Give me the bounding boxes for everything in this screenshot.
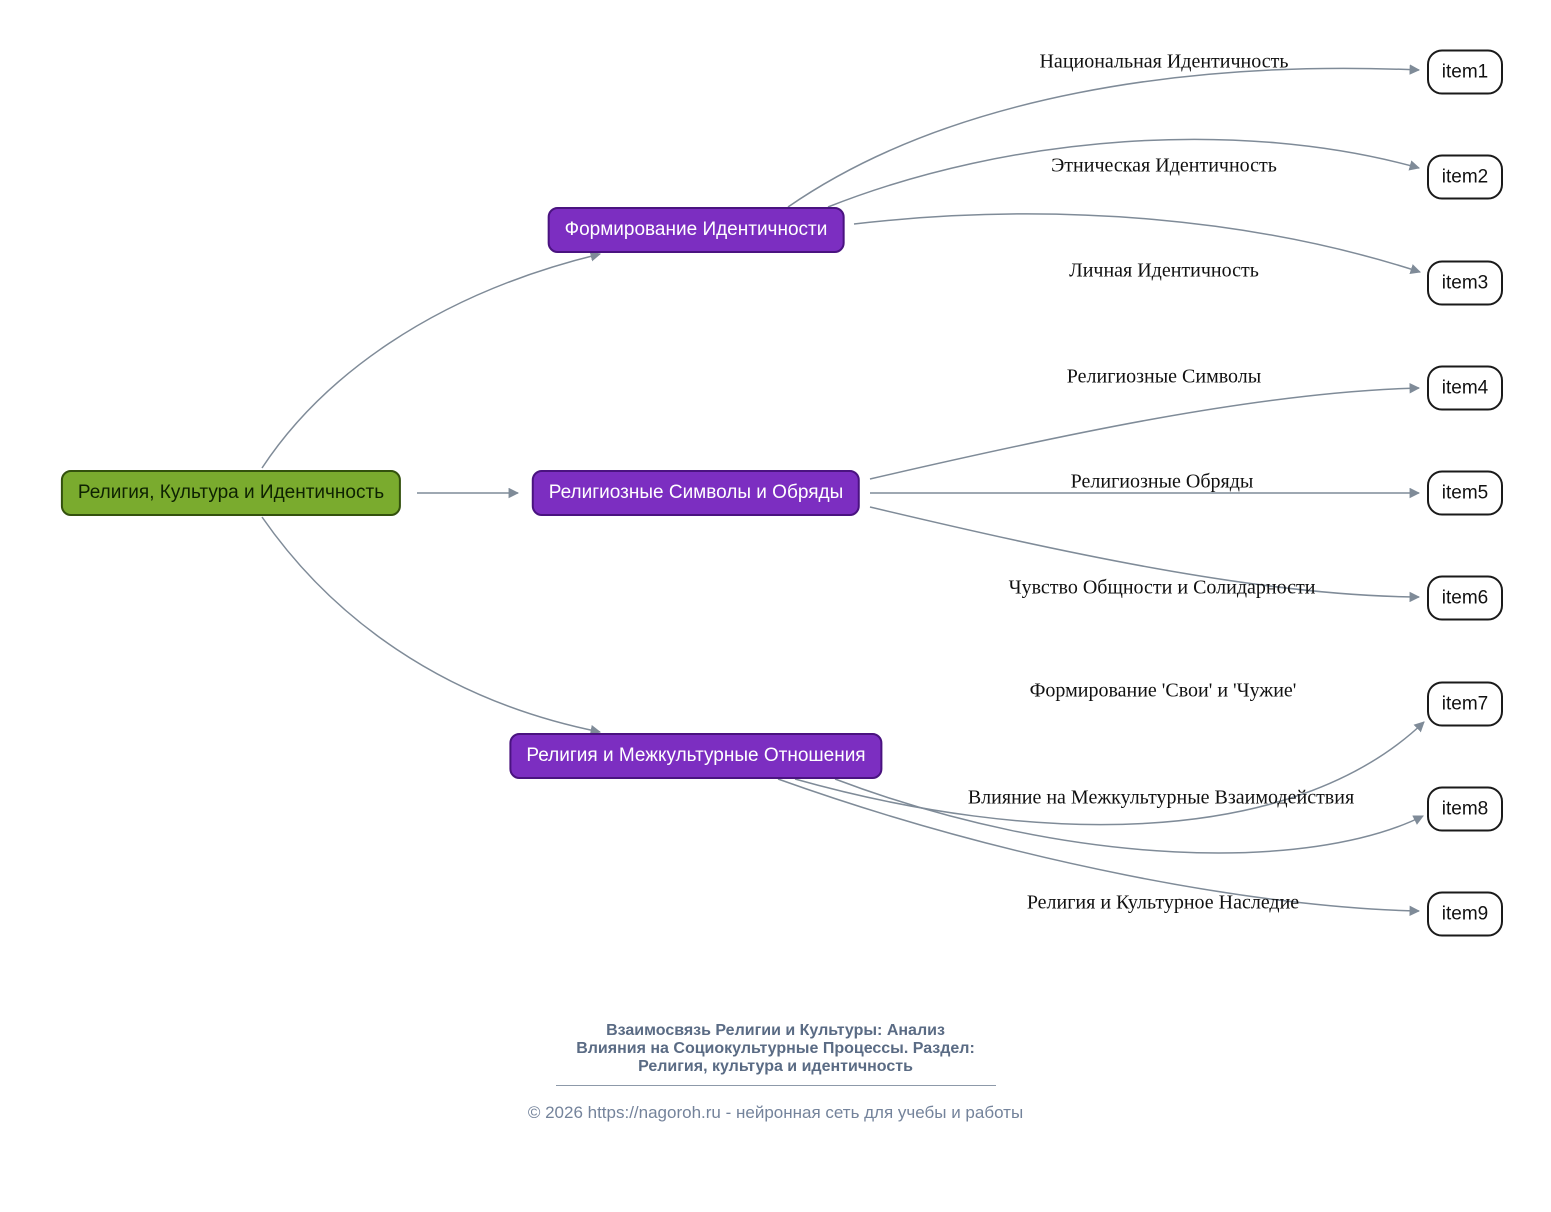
leaf-node-item7: item7 [1427, 681, 1503, 727]
leaf-node-item5: item5 [1427, 470, 1503, 516]
edge-label-religious-symbols: Религиозные Символы [1066, 365, 1262, 388]
edge-label-community-solidarity: Чувство Общности и Солидарности [1008, 576, 1316, 599]
leaf-node-item6: item6 [1427, 575, 1503, 621]
root-node: Религия, Культура и Идентичность [60, 470, 402, 516]
footer-title-line3: Религия, культура и идентичность [638, 1058, 913, 1075]
edge-branch1-to-item2 [827, 138, 1421, 208]
edge-label-us-and-them: Формирование 'Свои' и 'Чужие' [1029, 679, 1297, 702]
edge-label-national-identity: Национальная Идентичность [1039, 50, 1289, 73]
leaf-node-item3: item3 [1427, 260, 1503, 306]
edge-label-ethnic-identity: Этническая Идентичность [1051, 154, 1277, 177]
footer-title: Взаимосвязь Религии и Культуры: Анализ В… [0, 1022, 1551, 1076]
edge-branch3-to-item9 [777, 778, 1421, 917]
leaf-node-item8: item8 [1427, 786, 1503, 832]
branch-node-intercultural-relations: Религия и Межкультурные Отношения [509, 733, 883, 779]
footer-divider [555, 1085, 996, 1086]
branch-node-identity-formation: Формирование Идентичности [547, 207, 845, 253]
footer-copyright: © 2026 https://nagoroh.ru - нейронная се… [527, 1103, 1024, 1122]
edge-label-personal-identity: Личная Идентичность [1069, 259, 1259, 282]
footer-title-line2: Влияния на Социокультурные Процессы. Раз… [576, 1040, 975, 1057]
edge-root-to-branch1 [261, 251, 602, 469]
edge-root-to-branch3 [261, 516, 602, 736]
edge-label-intercultural-interactions: Влияние на Межкультурные Взаимодействия [967, 786, 1355, 809]
edge-label-cultural-heritage: Религия и Культурное Наследие [1026, 891, 1300, 914]
edge-branch1-to-item3 [853, 213, 1421, 275]
leaf-node-item1: item1 [1427, 49, 1503, 95]
edge-branch3-to-item8 [834, 778, 1424, 854]
edge-branch1-to-item1 [787, 64, 1421, 208]
branch-node-symbols-rites: Религиозные Символы и Обряды [531, 470, 861, 516]
leaf-node-item2: item2 [1427, 154, 1503, 200]
leaf-node-item4: item4 [1427, 365, 1503, 411]
edge-label-religious-rites: Религиозные Обряды [1070, 470, 1254, 493]
edge-branch3-to-item7 [794, 721, 1425, 826]
edge-branch2-to-item4 [869, 382, 1421, 480]
footer: Взаимосвязь Религии и Культуры: Анализ В… [0, 1022, 1551, 1123]
edge-branch2-to-item6 [869, 506, 1421, 603]
footer-title-line1: Взаимосвязь Религии и Культуры: Анализ [606, 1022, 945, 1039]
leaf-node-item9: item9 [1427, 891, 1503, 937]
